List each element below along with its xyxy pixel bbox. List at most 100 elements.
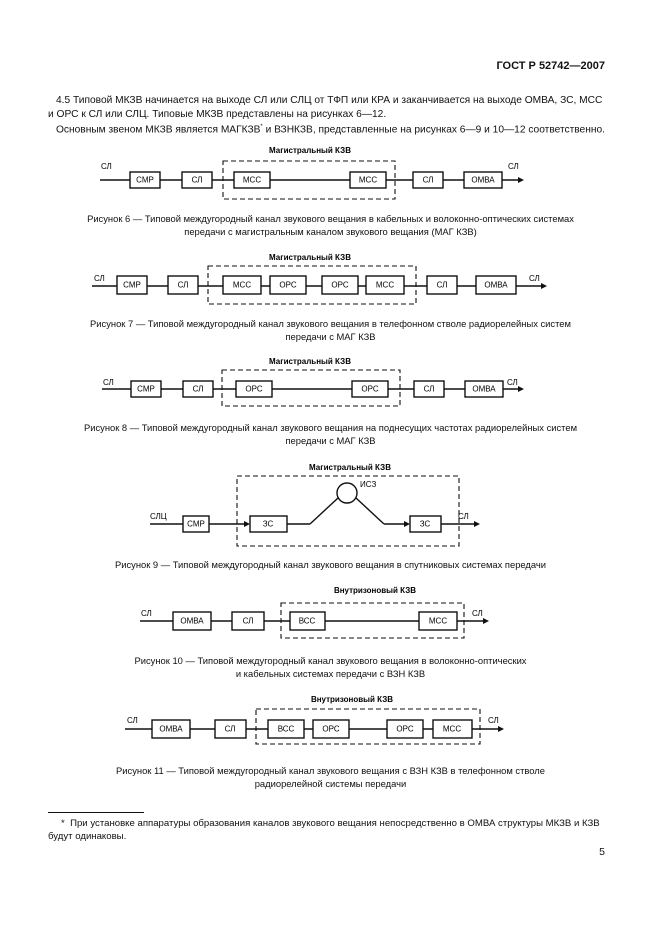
- figure-11-caption-line-1: Рисунок 11 — Типовой междугородный канал…: [116, 765, 545, 776]
- fig11-block-ors-1: ОРС: [312, 719, 350, 739]
- fig9-out-arrow: [474, 521, 480, 527]
- figure-10-caption-line-1: Рисунок 10 — Типовой междугородный канал…: [134, 655, 527, 666]
- figure-9-caption: Рисунок 9 — Типовой междугородный канал …: [20, 559, 641, 572]
- fig7-group-frame: [207, 265, 417, 305]
- fig11-block-ors-2: ОРС: [386, 719, 424, 739]
- figure-10-caption-line-2: и кабельных системах передачи с ВЗН КЗВ: [235, 667, 426, 679]
- fig10-out-label: СЛ: [472, 609, 483, 618]
- svg-text:ВСС: ВСС: [299, 617, 316, 626]
- paragraph-main-link-end: и ВЗНКЗВ, представленные на рисунках 6—9…: [262, 124, 605, 136]
- figure-6-caption-line-2: передачи с магистральным каналом звуково…: [184, 225, 477, 237]
- fig10-block-mss: МСС: [418, 611, 458, 631]
- fig6-in-label: СЛ: [101, 162, 112, 171]
- svg-text:СЛ: СЛ: [424, 385, 435, 394]
- fig8-block-sl-1: СЛ: [182, 380, 214, 398]
- fig11-out-arrow: [498, 726, 504, 732]
- footnote: * При установке аппаратуры образования к…: [48, 817, 610, 843]
- figure-11-caption: Рисунок 11 — Типовой междугородный канал…: [20, 765, 641, 790]
- fig11-block-vss: ВСС: [267, 719, 305, 739]
- fig10-block-sl: СЛ: [231, 611, 265, 631]
- fig7-block-mss-2: МСС: [365, 275, 405, 295]
- fig9-out-label: СЛ: [458, 512, 469, 521]
- fig8-block-ors-1: ОРС: [235, 380, 273, 398]
- fig6-block-mss-1: МСС: [233, 171, 271, 189]
- fig8-group-label: Магистральный КЗВ: [269, 357, 351, 366]
- fig9-group-frame: [236, 475, 460, 547]
- svg-text:ЗС: ЗС: [420, 520, 431, 529]
- fig6-block-mss-2: МСС: [349, 171, 387, 189]
- fig9-down-arrow: [404, 521, 410, 527]
- fig10-block-vss: ВСС: [289, 611, 326, 631]
- fig11-group-label: Внутризоновый КЗВ: [311, 695, 393, 704]
- svg-text:ОРС: ОРС: [361, 385, 378, 394]
- figure-8-caption-line-1: Рисунок 8 — Типовой междугородный канал …: [83, 422, 578, 433]
- svg-text:МСС: МСС: [376, 281, 394, 290]
- fig9-block-smr: СМР: [182, 515, 210, 533]
- svg-text:ОМВА: ОМВА: [484, 281, 508, 290]
- fig6-group-label: Магистральный КЗВ: [269, 146, 351, 155]
- footnote-separator: [48, 812, 144, 813]
- figure-7-caption-line-2: передачи с МАГ КЗВ: [285, 330, 376, 342]
- svg-text:ОМВА: ОМВА: [159, 725, 183, 734]
- paragraph-main-link: Основным звеном МКЗВ является МАГКЗВ* и …: [48, 121, 610, 137]
- footnote-marker: *: [61, 818, 65, 829]
- fig11-out-label: СЛ: [488, 716, 499, 725]
- svg-text:ОМВА: ОМВА: [180, 617, 204, 626]
- svg-text:ВСС: ВСС: [278, 725, 295, 734]
- fig7-in-label: СЛ: [94, 274, 105, 283]
- svg-text:СЛ: СЛ: [243, 617, 254, 626]
- svg-text:СЛ: СЛ: [178, 281, 189, 290]
- fig11-block-omva: ОМВА: [151, 719, 191, 739]
- svg-text:ОРС: ОРС: [322, 725, 339, 734]
- figure-8-diagram: Магистральный КЗВ СЛ СЛ СМР СЛ ОРС ОРС С…: [102, 357, 524, 407]
- fig8-block-omva: ОМВА: [464, 380, 504, 398]
- figure-11-caption-line-2: радиорелейной системы передачи: [254, 777, 407, 789]
- fig8-block-sl-2: СЛ: [413, 380, 445, 398]
- fig9-block-zs-2: ЗС: [409, 515, 442, 533]
- fig7-group-label: Магистральный КЗВ: [269, 253, 351, 262]
- fig7-out-arrow: [541, 283, 547, 289]
- svg-text:МСС: МСС: [429, 617, 447, 626]
- fig7-block-mss-1: МСС: [222, 275, 262, 295]
- fig6-block-sl-2: СЛ: [412, 171, 444, 189]
- figure-8-caption: Рисунок 8 — Типовой междугородный канал …: [20, 422, 641, 447]
- fig11-in-label: СЛ: [127, 716, 138, 725]
- fig8-in-label: СЛ: [103, 378, 114, 387]
- fig8-block-ors-2: ОРС: [351, 380, 389, 398]
- svg-text:СМР: СМР: [137, 385, 155, 394]
- svg-text:СМР: СМР: [136, 176, 154, 185]
- svg-text:СМР: СМР: [123, 281, 141, 290]
- fig8-block-smr: СМР: [130, 380, 162, 398]
- svg-text:ОРС: ОРС: [279, 281, 296, 290]
- svg-text:СЛ: СЛ: [437, 281, 448, 290]
- paragraph-4-5: 4.5 Типовой МКЗВ начинается на выходе СЛ…: [48, 95, 603, 120]
- fig10-out-arrow: [483, 618, 489, 624]
- figure-6-caption: Рисунок 6 — Типовой междугородный канал …: [20, 213, 641, 238]
- fig6-out-label: СЛ: [508, 162, 519, 171]
- fig9-block-zs-1: ЗС: [249, 515, 288, 533]
- fig11-group-frame: [255, 708, 481, 745]
- page-number: 5: [599, 846, 605, 858]
- fig11-block-sl: СЛ: [214, 719, 247, 739]
- svg-text:МСС: МСС: [359, 176, 377, 185]
- fig6-block-omva: ОМВА: [463, 171, 503, 189]
- svg-text:СЛ: СЛ: [192, 176, 203, 185]
- fig9-smr-zs-arrow: [244, 521, 250, 527]
- fig9-uplink: [309, 497, 339, 525]
- fig9-satellite-icon: [336, 482, 358, 504]
- svg-text:СМР: СМР: [187, 520, 205, 529]
- figure-8-caption-line-2: передачи с МАГ КЗВ: [285, 434, 376, 446]
- figure-10-caption: Рисунок 10 — Типовой междугородный канал…: [20, 655, 641, 680]
- fig7-block-ors-1: ОРС: [269, 275, 307, 295]
- figure-7-diagram: Магистральный КЗВ СЛ СЛ СМР СЛ МСС ОРС О…: [92, 253, 547, 305]
- figure-11-diagram: Внутризоновый КЗВ СЛ СЛ ОМВА СЛ ВСС ОРС …: [125, 695, 504, 745]
- footnote-text: При установке аппаратуры образования кан…: [48, 818, 600, 842]
- fig6-block-smr: СМР: [129, 171, 161, 189]
- fig10-group-label: Внутризоновый КЗВ: [334, 586, 416, 595]
- fig11-block-mss: МСС: [432, 719, 473, 739]
- figure-9-caption-line-1: Рисунок 9 — Типовой междугородный канал …: [114, 559, 547, 570]
- svg-text:ЗС: ЗС: [263, 520, 274, 529]
- fig8-group-frame: [221, 369, 401, 407]
- fig7-block-sl-1: СЛ: [167, 275, 199, 295]
- svg-text:СЛ: СЛ: [225, 725, 236, 734]
